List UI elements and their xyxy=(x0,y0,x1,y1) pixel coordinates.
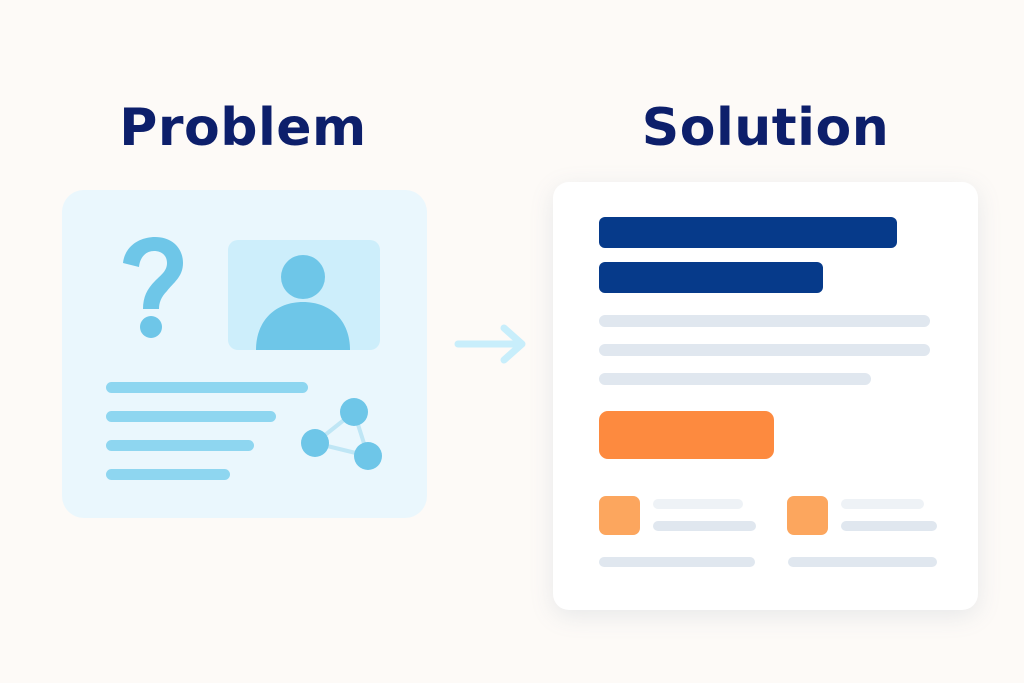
solution-title: Solution xyxy=(641,98,890,158)
problem-panel xyxy=(62,190,427,518)
user-avatar-icon xyxy=(256,255,350,350)
text-line xyxy=(599,315,930,327)
feature-line xyxy=(841,499,924,509)
text-line xyxy=(599,344,930,356)
text-line xyxy=(106,469,230,480)
text-line xyxy=(106,411,276,422)
problem-title: Problem xyxy=(119,98,367,158)
heading-bar xyxy=(599,217,897,248)
feature-line xyxy=(653,521,756,531)
cta-button[interactable] xyxy=(599,411,774,459)
question-mark-icon xyxy=(123,237,183,338)
arrow-right-icon xyxy=(454,324,526,364)
subheading-bar xyxy=(599,262,823,293)
text-line xyxy=(599,373,871,385)
feature-line xyxy=(841,521,937,531)
feature-line xyxy=(653,499,743,509)
feature-icon xyxy=(599,496,640,535)
network-nodes-icon xyxy=(301,398,382,470)
footer-line xyxy=(599,557,755,567)
solution-panel xyxy=(553,182,978,610)
avatar-frame xyxy=(228,240,380,350)
text-line xyxy=(106,440,254,451)
text-line xyxy=(106,382,308,393)
footer-line xyxy=(788,557,937,567)
feature-icon xyxy=(787,496,828,535)
